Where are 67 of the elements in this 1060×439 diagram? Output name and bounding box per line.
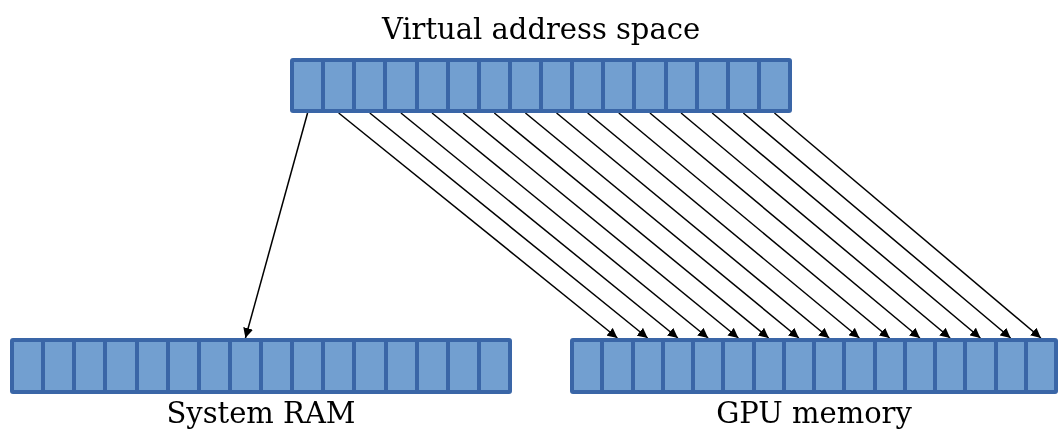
- memory-cell: [785, 342, 812, 390]
- arrow: [742, 112, 1012, 339]
- arrow: [555, 112, 830, 339]
- memory-label: System RAM: [165, 396, 357, 430]
- memory-cell: [356, 62, 384, 109]
- memory-cell: [480, 342, 508, 390]
- memory-cell: [636, 62, 664, 109]
- arrow: [431, 112, 709, 339]
- memory-cell: [14, 342, 42, 390]
- memory-cell: [418, 62, 446, 109]
- memory-cell: [846, 342, 873, 390]
- arrow: [400, 112, 679, 339]
- arrow: [243, 112, 309, 339]
- memory-cell: [574, 342, 601, 390]
- arrow: [462, 112, 740, 339]
- memory-cell: [816, 342, 843, 390]
- memory-cell: [634, 342, 661, 390]
- memory-cell: [725, 342, 752, 390]
- memory-cell: [605, 62, 633, 109]
- memory-cell: [511, 62, 539, 109]
- memory-label: GPU memory: [715, 396, 913, 430]
- arrow: [618, 112, 891, 339]
- memory-cell: [200, 342, 228, 390]
- memory-cell: [695, 342, 722, 390]
- memory-cell: [574, 62, 602, 109]
- memory-cell: [906, 342, 933, 390]
- memory-cell: [76, 342, 104, 390]
- memory-cell: [294, 342, 322, 390]
- memory-cell: [667, 62, 695, 109]
- memory-cell: [480, 62, 508, 109]
- memory-cell: [729, 62, 757, 109]
- memory-cell: [937, 342, 964, 390]
- memory-cell: [294, 62, 322, 109]
- memory-cell: [760, 62, 788, 109]
- memory-cell: [387, 342, 415, 390]
- memory-cell: [755, 342, 782, 390]
- memory-cell: [449, 342, 477, 390]
- memory-label: Virtual address space: [380, 12, 702, 46]
- arrow: [586, 112, 861, 339]
- memory-cell: [325, 342, 353, 390]
- memory-cell: [664, 342, 691, 390]
- arrow: [649, 112, 921, 339]
- arrow: [773, 112, 1042, 339]
- memory-cell: [449, 62, 477, 109]
- memory-cell: [387, 62, 415, 109]
- arrow: [680, 112, 951, 339]
- memory-cell: [138, 342, 166, 390]
- memory-cell: [967, 342, 994, 390]
- memory-cell: [45, 342, 73, 390]
- arrow: [337, 112, 619, 339]
- arrow: [711, 112, 982, 339]
- arrow: [524, 112, 800, 339]
- memory-cell: [698, 62, 726, 109]
- memory-cell: [325, 62, 353, 109]
- memory-cell: [418, 342, 446, 390]
- memory-cell: [107, 342, 135, 390]
- memory-cell: [876, 342, 903, 390]
- arrow: [369, 112, 649, 339]
- memory-cell: [169, 342, 197, 390]
- arrow: [493, 112, 770, 339]
- memory-cell: [356, 342, 384, 390]
- memory-cell: [1027, 342, 1054, 390]
- memory-cell: [231, 342, 259, 390]
- memory-cell: [263, 342, 291, 390]
- memory-cell: [997, 342, 1024, 390]
- memory-cell: [604, 342, 631, 390]
- memory-cell: [543, 62, 571, 109]
